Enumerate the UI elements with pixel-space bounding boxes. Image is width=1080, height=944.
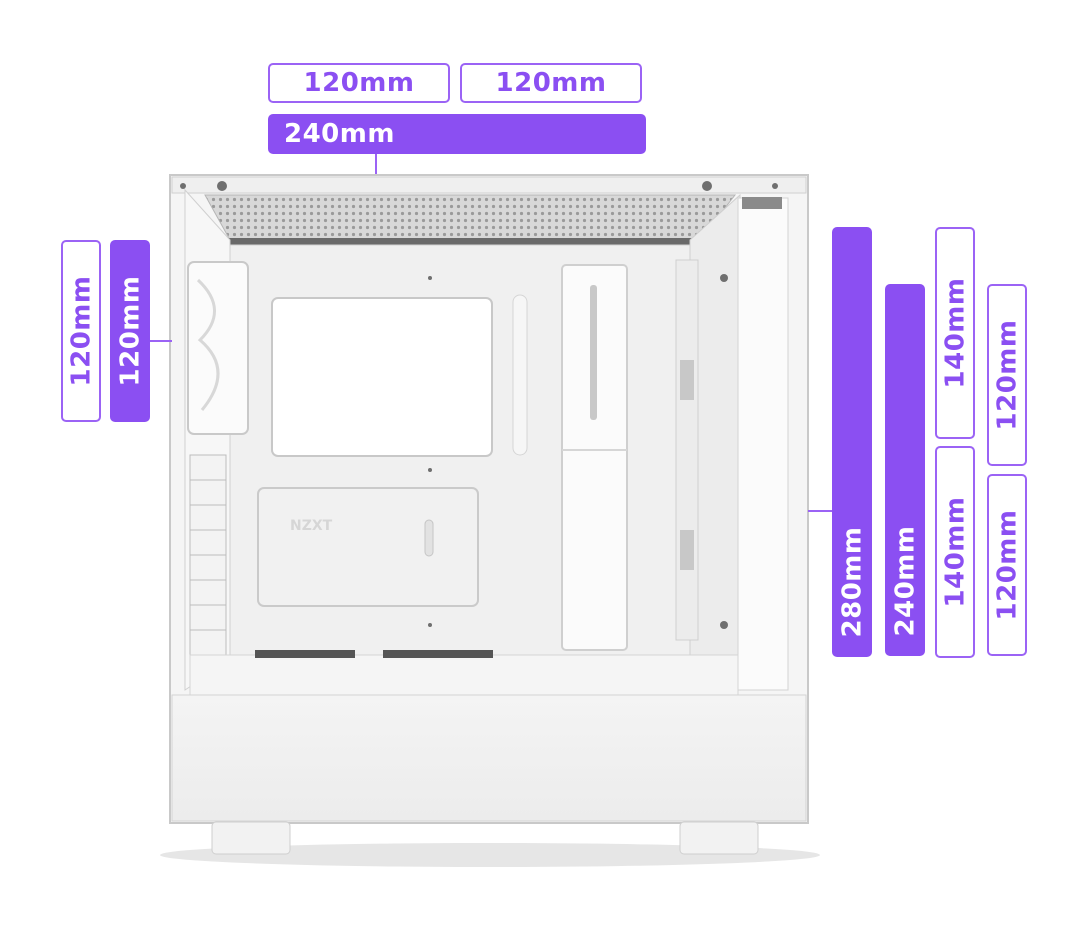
top-mesh-panel — [204, 194, 737, 241]
front-radiator-280-label: 280mm — [832, 227, 872, 657]
front-fan-140-top-label: 140mm — [935, 227, 975, 439]
case-foot-right — [679, 821, 759, 855]
top-radiator-label: 240mm — [268, 114, 646, 154]
psu-plate — [257, 487, 479, 607]
grommet-strip — [512, 294, 528, 456]
cable-cover-bar — [561, 264, 628, 651]
floor-vent-a — [255, 650, 355, 658]
case-top-rail — [171, 176, 807, 194]
top-fan-label-right: 120mm — [460, 63, 642, 103]
rear-pointer-line — [150, 340, 172, 342]
expansion-slots — [189, 454, 227, 656]
front-radiator-240-label: 240mm — [885, 284, 925, 656]
floor-shadow — [160, 843, 820, 867]
rear-fan-blades — [196, 278, 220, 411]
psu-shroud-floor — [189, 654, 739, 696]
top-pointer-line — [375, 154, 377, 174]
front-fan-120-top-label: 120mm — [987, 284, 1027, 466]
rear-fan-label-outline: 120mm — [61, 240, 101, 422]
case-foot-left — [211, 821, 291, 855]
case-logo: NZXT — [290, 518, 333, 534]
psu-plate-slot — [424, 519, 434, 557]
front-bracket — [675, 259, 699, 641]
front-fan-140-bottom-label: 140mm — [935, 446, 975, 658]
front-panel — [737, 197, 789, 691]
front-panel-top — [742, 197, 782, 209]
top-fan-label-left: 120mm — [268, 63, 450, 103]
front-pointer-line — [808, 510, 832, 512]
cpu-cutout — [271, 297, 493, 457]
interior-band — [228, 238, 708, 246]
front-fan-120-bottom-label: 120mm — [987, 474, 1027, 656]
cable-cover-slot — [590, 285, 597, 420]
rear-fan — [187, 261, 249, 435]
rear-fan-label-filled: 120mm — [110, 240, 150, 422]
screws — [180, 181, 778, 629]
case-lower-body — [171, 694, 807, 822]
floor-vent-b — [383, 650, 493, 658]
